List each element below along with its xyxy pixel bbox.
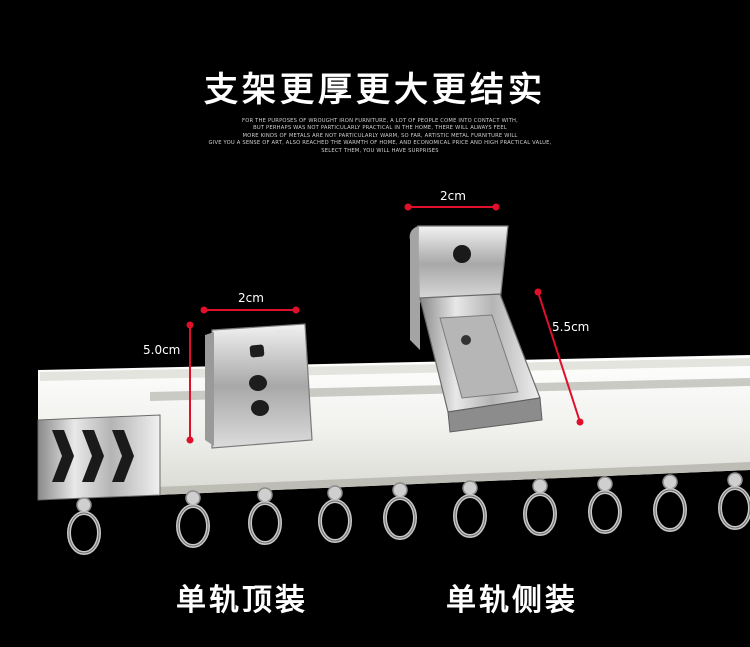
side-mount-bracket [409, 225, 543, 433]
headline-subtitle: FOR THE PURPOSES OF WROUGHT IRON FURNITU… [190, 118, 570, 155]
caption-top-mount: 单轨顶装 [176, 583, 308, 618]
side-bracket-width-label: 2cm [440, 189, 466, 203]
rail-bottom-edge [38, 462, 750, 500]
top-mount-bracket [205, 323, 313, 449]
side-bracket-height-label: 5.5cm [552, 320, 590, 334]
top-bracket-height-label: 5.0cm [143, 343, 181, 357]
subtitle-line: GIVE YOU A SENSE OF ART, ALSO REACHED TH… [208, 140, 552, 147]
end-cap-chevrons [52, 430, 134, 482]
dimension-lines [186, 203, 584, 444]
subtitle-line: FOR THE PURPOSES OF WROUGHT IRON FURNITU… [242, 118, 518, 124]
subtitle-line: MORE KINDS OF METALS ARE NOT PARTICULARL… [242, 132, 518, 139]
caption-side-mount: 单轨侧装 [446, 583, 578, 618]
top-bracket-width-label: 2cm [238, 291, 264, 305]
subtitle-line: BUT PERHAPS WAS NOT PARTICULARLY PRACTIC… [253, 125, 507, 132]
headline-title: 支架更厚更大更结实 [204, 70, 546, 110]
subtitle-line: SELECT THEM, YOU WILL HAVE SURPRISES [321, 147, 439, 154]
